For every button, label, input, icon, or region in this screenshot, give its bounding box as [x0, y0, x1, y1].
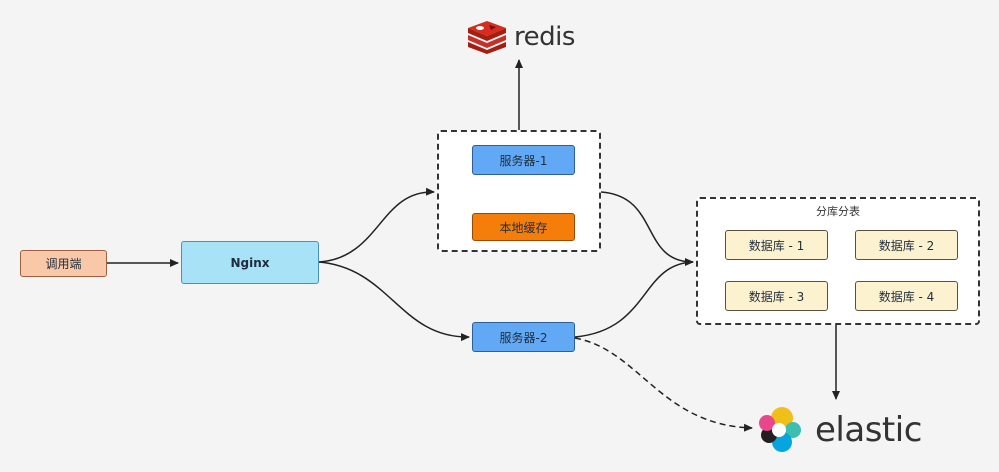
server1-node[interactable]: 服务器-1: [472, 145, 575, 175]
redis-icon: [468, 21, 506, 54]
local-cache-node[interactable]: 本地缓存: [472, 213, 575, 241]
caller-node[interactable]: 调用端: [20, 250, 107, 277]
edge-server2-elastic: [574, 337, 753, 432]
elastic-wordmark: elastic: [815, 410, 922, 450]
sharding-group-label: 分库分表: [816, 205, 860, 218]
edge-nginx-server1: [318, 187, 435, 263]
edge-nginx-server2: [318, 261, 470, 342]
nginx-node[interactable]: Nginx: [181, 241, 319, 284]
database-2-node[interactable]: 数据库 - 2: [855, 230, 958, 260]
database-4-node[interactable]: 数据库 - 4: [855, 281, 958, 311]
database-3-node[interactable]: 数据库 - 3: [725, 281, 828, 311]
redis-logo: redis: [466, 17, 576, 57]
server2-node[interactable]: 服务器-2: [472, 322, 575, 352]
redis-wordmark: redis: [514, 22, 575, 52]
edge-server1-db: [600, 191, 694, 266]
elastic-icon: [759, 407, 801, 452]
edge-server2-db: [574, 261, 694, 338]
database-1-node[interactable]: 数据库 - 1: [725, 230, 828, 260]
elastic-logo: elastic: [755, 402, 925, 458]
